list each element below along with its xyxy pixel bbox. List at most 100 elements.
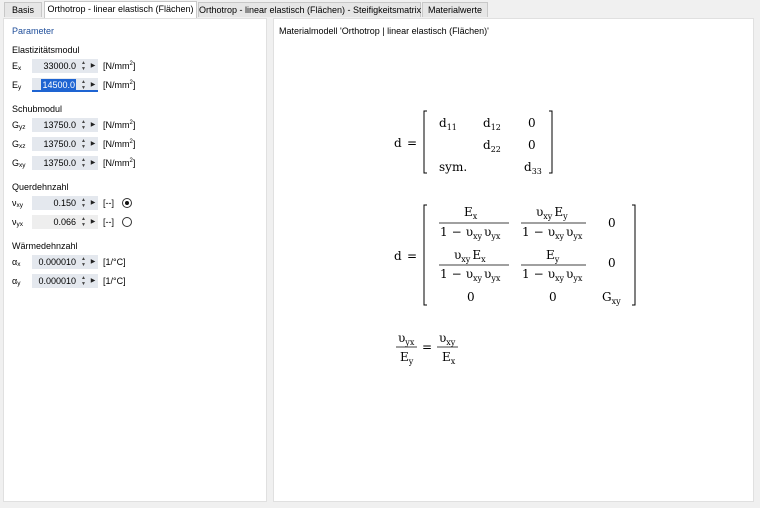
shear-xy-value: 13750.0 xyxy=(43,158,76,168)
matrix1-cell-31: sym. xyxy=(439,160,467,174)
arrow-right-icon[interactable]: ▶ xyxy=(90,122,96,128)
section-schubmodul: Schubmodul xyxy=(12,104,63,114)
arrow-right-icon[interactable]: ▶ xyxy=(90,82,96,88)
spinner-icon[interactable]: ▲▼ xyxy=(81,138,86,150)
poisson-xy-unit: [--] xyxy=(103,198,114,208)
shear-xy-unit: [N/mm2] xyxy=(103,158,136,168)
poisson-xy-label: νxy xyxy=(12,198,23,209)
thermal-x-value: 0.000010 xyxy=(38,257,76,267)
spinner-icon[interactable]: ▲▼ xyxy=(81,275,86,287)
focus-underline xyxy=(32,90,98,92)
section-elastizitaetsmodul: Elastizitätsmodul xyxy=(12,45,80,55)
spinner-icon[interactable]: ▲▼ xyxy=(81,157,86,169)
poisson-yx-label: νyx xyxy=(12,217,23,228)
matrix1-equals: = xyxy=(407,136,417,150)
shear-xz-input[interactable]: 13750.0 ▲▼ ▶ xyxy=(32,137,98,151)
elastic-x-input[interactable]: 33000.0▲▼▶ xyxy=(32,59,98,73)
arrow-right-icon[interactable]: ▶ xyxy=(90,219,96,225)
matrix1-cell-11: d11 xyxy=(439,116,457,132)
thermal-x-input[interactable]: 0.000010 ▲▼ ▶ xyxy=(32,255,98,269)
thermal-y-label: αy xyxy=(12,276,21,287)
cell-13: 0 xyxy=(608,216,616,230)
elastic-y-unit: [N/mm2] xyxy=(103,80,136,90)
matrix1-cell-23: 0 xyxy=(528,138,536,152)
shear-xy-label: Gxy xyxy=(12,158,26,169)
poisson-xy-input[interactable]: 0.150▲▼▶ xyxy=(32,196,98,210)
matrix1-lhs: d xyxy=(394,136,402,150)
radio-dot xyxy=(125,201,129,205)
matrix2-equals: = xyxy=(407,249,417,263)
section-waermedehnzahl: Wärmedehnzahl xyxy=(12,241,78,251)
thermal-x-label: αx xyxy=(12,257,21,268)
arrow-right-icon[interactable]: ▶ xyxy=(90,141,96,147)
cell-33: Gxy xyxy=(602,290,621,306)
tab-orthotrop-linear-elastisch[interactable]: Orthotrop - linear elastisch (Flächen) xyxy=(44,1,197,18)
arrow-right-icon[interactable]: ▶ xyxy=(90,63,96,69)
shear-xy-input[interactable]: 13750.0 ▲▼ ▶ xyxy=(32,156,98,170)
shear-yz-input[interactable]: 13750.0▲▼▶ xyxy=(32,118,98,132)
svg-text:υxy: υxy xyxy=(439,331,456,347)
arrow-right-icon[interactable]: ▶ xyxy=(90,278,96,284)
relation-nu-e: υyx Ey = υxy Ex xyxy=(396,331,458,366)
section-querdehnzahl: Querdehnzahl xyxy=(12,182,69,192)
cell-31: 0 xyxy=(467,290,475,304)
arrow-right-icon[interactable]: ▶ xyxy=(90,259,96,265)
spinner-icon[interactable]: ▲▼ xyxy=(81,256,86,268)
shear-yz-unit: [N/mm2] xyxy=(103,120,136,130)
svg-text:=: = xyxy=(422,340,432,354)
spinner-icon[interactable]: ▲▼ xyxy=(81,197,86,209)
matrix2-lhs: d xyxy=(394,249,402,263)
arrow-right-icon[interactable]: ▶ xyxy=(90,160,96,166)
spinner-icon[interactable]: ▲▼ xyxy=(81,60,86,72)
parameter-title: Parameter xyxy=(12,26,55,36)
poisson-xy-radio[interactable] xyxy=(122,198,132,208)
svg-text:Ey: Ey xyxy=(546,248,560,264)
matrix1-cell-22: d22 xyxy=(483,138,501,154)
elastic-x-label: Ex xyxy=(12,61,22,72)
thermal-x-unit: [1/°C] xyxy=(103,257,126,267)
matrix1-cell-33: d33 xyxy=(524,160,542,176)
elastic-y-label: Ey xyxy=(12,80,22,91)
shear-yz-label: Gyz xyxy=(12,120,26,131)
cell-32: 0 xyxy=(549,290,557,304)
material-model-panel: Materialmodell 'Orthotrop | linear elast… xyxy=(273,18,754,502)
arrow-right-icon[interactable]: ▶ xyxy=(90,200,96,206)
svg-text:υyx: υyx xyxy=(398,331,415,347)
shear-xz-value: 13750.0 xyxy=(43,139,76,149)
spinner-icon[interactable]: ▲▼ xyxy=(81,216,86,228)
matrix1-bracket-left xyxy=(423,110,427,174)
spinner-icon[interactable]: ▲▼ xyxy=(81,79,86,91)
poisson-yx-unit: [--] xyxy=(103,217,114,227)
tab-steifigkeitsmatrix[interactable]: Orthotrop - linear elastisch (Flächen) -… xyxy=(198,2,421,17)
poisson-yx-radio[interactable] xyxy=(122,217,132,227)
tab-materialwerte[interactable]: Materialwerte xyxy=(422,2,488,17)
matrix1-bracket-right xyxy=(549,110,553,174)
elastic-y-value: 14500.0 xyxy=(41,79,76,91)
svg-text:Ex: Ex xyxy=(442,350,456,366)
poisson-yx-value: 0.066 xyxy=(53,217,76,227)
tab-basis[interactable]: Basis xyxy=(4,2,42,17)
thermal-y-unit: [1/°C] xyxy=(103,276,126,286)
spinner-icon[interactable]: ▲▼ xyxy=(81,119,86,131)
shear-xz-label: Gxz xyxy=(12,139,26,150)
matrix2-bracket-right xyxy=(632,204,636,306)
poisson-yx-input[interactable]: 0.066 ▲▼ ▶ xyxy=(32,215,98,229)
thermal-y-input[interactable]: 0.000010 ▲▼ ▶ xyxy=(32,274,98,288)
thermal-y-value: 0.000010 xyxy=(38,276,76,286)
tab-bar: Basis Orthotrop - linear elastisch (Fläc… xyxy=(0,0,760,18)
svg-text:Ex: Ex xyxy=(464,205,478,221)
elastic-y-input[interactable]: 14500.0 ▲▼ ▶ xyxy=(32,78,98,92)
